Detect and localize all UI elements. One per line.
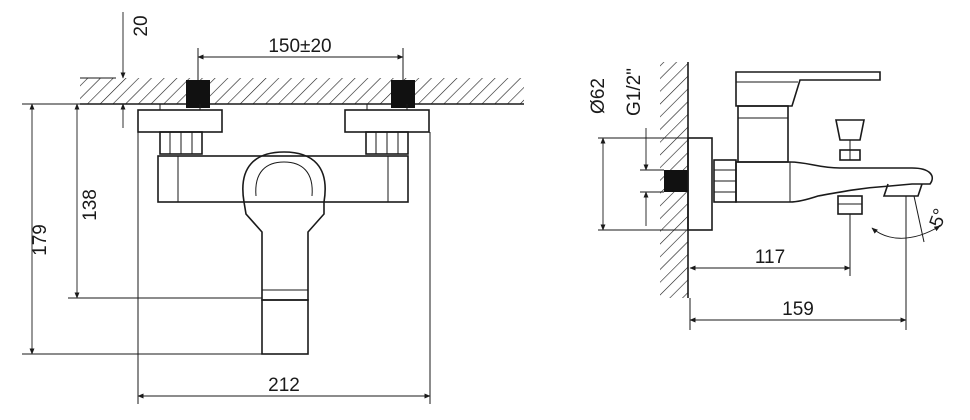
cartridge (737, 105, 789, 163)
dim-179: 179 (22, 103, 262, 355)
mixer-body-side (735, 161, 934, 203)
dim-20: 20 (80, 12, 152, 128)
dim-138: 138 (68, 103, 262, 299)
dim-thread: G1/2" (624, 68, 664, 226)
wall-connector-left (186, 80, 210, 108)
dim-diameter: Ø62 (588, 78, 688, 231)
lever-side (735, 71, 881, 107)
wall-hatch-front (80, 78, 524, 104)
label-179: 179 (30, 224, 51, 256)
dim-angle: 5° (871, 195, 952, 244)
spout-outlet-side (882, 183, 923, 197)
label-159: 159 (782, 299, 814, 320)
label-117: 117 (755, 247, 785, 268)
dim-117: 117 (689, 214, 851, 276)
nut-side (713, 159, 737, 203)
spout-outlet-front (261, 299, 309, 355)
escutcheon-side (687, 137, 713, 231)
lever-handle (242, 151, 326, 301)
escutcheon-right (344, 109, 430, 133)
wall-connector-right (391, 80, 415, 108)
nut-right (365, 131, 409, 155)
mixer-body (157, 155, 409, 203)
escutcheon-left (137, 109, 223, 133)
label-20: 20 (131, 15, 152, 36)
label-212: 212 (268, 375, 300, 396)
label-thread: G1/2" (624, 68, 645, 116)
diverter-knob (835, 119, 865, 161)
dim-150: 150±20 (197, 36, 404, 80)
side-view: 5° Ø62 G1/2" 117 159 (588, 62, 952, 330)
label-138: 138 (80, 189, 101, 221)
front-view: 150±20 20 138 179 212 (22, 12, 524, 404)
dim-159: 159 (689, 244, 907, 330)
dim-212: 212 (137, 132, 431, 404)
label-150-20: 150±20 (268, 36, 331, 57)
wall-connector-side (664, 170, 688, 192)
diverter-pull (837, 195, 863, 215)
label-diameter: Ø62 (588, 78, 609, 114)
nut-left (159, 131, 203, 155)
label-5-deg: 5° (926, 206, 952, 230)
